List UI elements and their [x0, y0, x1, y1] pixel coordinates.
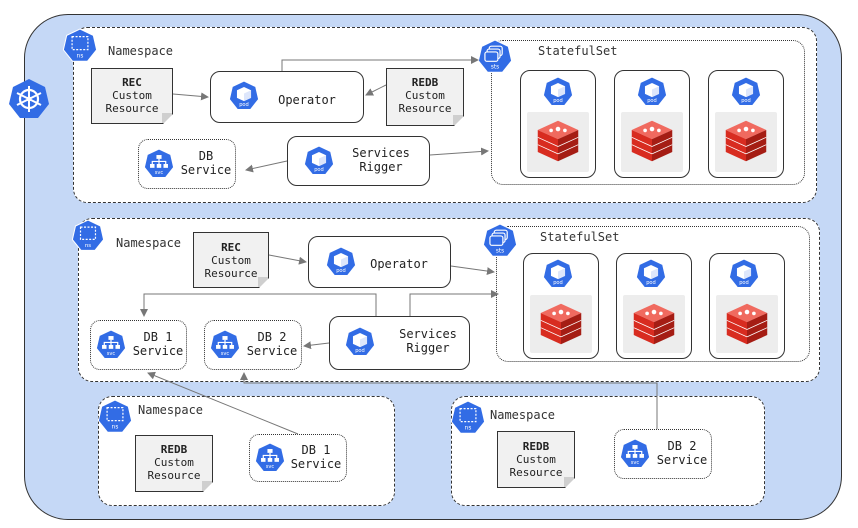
svc-icon: svc: [95, 329, 127, 359]
sts-icon: sts: [477, 39, 513, 73]
redb-custom-resource-3: [135, 435, 213, 492]
svg-text:pod: pod: [239, 102, 249, 108]
svg-text:svc: svc: [107, 351, 116, 357]
redb-custom-resource-4: [497, 431, 575, 488]
svg-text:svc: svc: [221, 351, 230, 357]
arrow-rigger2-db1: [140, 293, 377, 317]
svg-text:ns: ns: [85, 243, 91, 249]
svg-text:sts: sts: [496, 249, 504, 255]
svg-text:svc: svc: [155, 170, 164, 176]
redis-icon: [631, 120, 673, 162]
svg-text:pod: pod: [553, 280, 563, 286]
ns-icon: ns: [71, 219, 105, 251]
arrow-rec1-operator1: [172, 92, 209, 101]
svg-text:pod: pod: [647, 98, 657, 104]
pod-icon: pod: [542, 76, 574, 106]
kubernetes-helm-icon: [9, 79, 49, 118]
pod-icon: pod: [303, 145, 335, 175]
rec-custom-resource-1: [91, 68, 173, 124]
sts-icon: sts: [482, 223, 518, 257]
pod-icon: pod: [635, 258, 667, 288]
redis-icon: [537, 120, 579, 162]
rec-custom-resource-2: [193, 232, 269, 288]
pod-icon: pod: [228, 80, 260, 110]
svg-text:svc: svc: [631, 460, 640, 466]
svg-text:ns: ns: [112, 425, 119, 431]
ns-icon: ns: [97, 399, 133, 433]
pod-icon: pod: [636, 76, 668, 106]
pod-icon: pod: [730, 76, 762, 106]
svc-icon: svc: [143, 148, 175, 178]
namespace-1-label: Namespace: [108, 44, 174, 58]
svc-icon: svc: [209, 329, 241, 359]
svg-text:pod: pod: [741, 98, 751, 104]
svg-text:pod: pod: [739, 280, 749, 286]
redb-custom-resource-1: [386, 68, 464, 126]
operator-1-label: Operator: [278, 93, 336, 107]
pod-icon: pod: [542, 258, 574, 288]
arrow-db2ns4-db2ns2: [240, 372, 658, 429]
redis-icon: [540, 303, 582, 345]
ns-icon: ns: [450, 400, 486, 434]
arrow-rigger1-sts1: [429, 147, 489, 156]
statefulset-1-label: StatefulSet: [538, 44, 618, 58]
ns-icon: ns: [62, 28, 98, 62]
svg-text:ns: ns: [77, 54, 84, 60]
operator-1: [210, 71, 364, 123]
arrow-db1ns3-db1ns2: [147, 371, 299, 435]
redis-icon: [725, 120, 767, 162]
arrow-operator1-sts1: [281, 56, 479, 71]
svg-text:pod: pod: [355, 348, 365, 354]
arrow-rec2-operator2: [268, 254, 307, 265]
svg-text:pod: pod: [314, 167, 324, 173]
svg-text:pod: pod: [646, 280, 656, 286]
operator-2-label: Operator: [370, 257, 428, 271]
arrow-operator2-sts2: [450, 265, 495, 275]
svg-text:sts: sts: [491, 65, 499, 71]
svg-text:ns: ns: [465, 426, 472, 432]
statefulset-2-label: StatefulSet: [540, 230, 620, 244]
svc-icon: svc: [619, 438, 651, 468]
arrow-rigger2-db2: [303, 341, 330, 350]
svg-text:pod: pod: [553, 98, 563, 104]
arrow-rigger2-sts2: [409, 290, 499, 316]
svg-text:pod: pod: [336, 268, 346, 274]
svg-text:svc: svc: [266, 464, 275, 470]
svc-icon: svc: [254, 442, 286, 472]
namespace-2-label: Namespace: [116, 236, 182, 250]
arrow-rigger1-dbservice1: [245, 160, 288, 173]
pod-icon: pod: [325, 246, 357, 276]
namespace-3-label: Namespace: [138, 403, 204, 417]
redis-icon: [726, 303, 768, 345]
namespace-4-label: Namespace: [490, 408, 556, 422]
arrow-redb1-operator1: [365, 84, 387, 96]
redis-icon: [633, 303, 675, 345]
pod-icon: pod: [728, 258, 760, 288]
pod-icon: pod: [344, 326, 376, 356]
